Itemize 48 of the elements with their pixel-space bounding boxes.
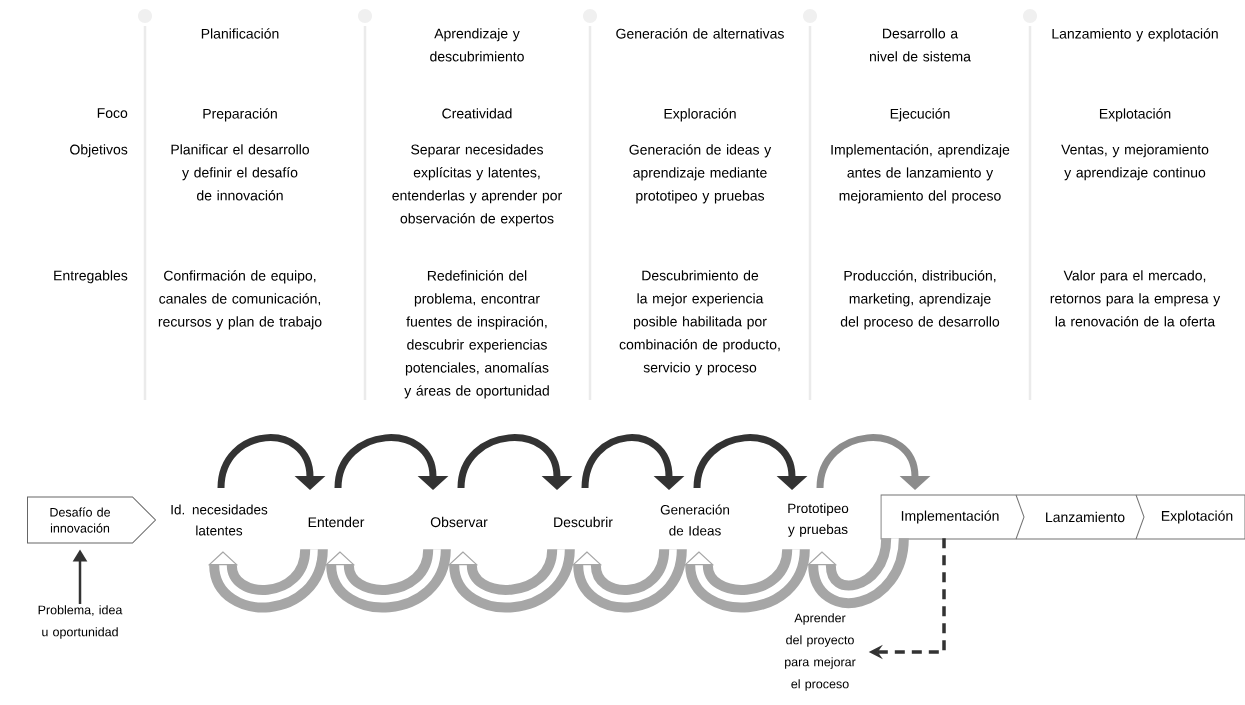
arrow: [816, 434, 931, 490]
row-heading: Foco: [97, 108, 128, 118]
step-label: Observar: [430, 516, 488, 528]
arrow: [693, 434, 808, 490]
arrow: [571, 547, 687, 613]
arrow: [324, 547, 451, 613]
step-label: Id. necesidades latentes: [171, 504, 268, 536]
table-cell: Explotación: [1099, 108, 1171, 122]
input-note: Problema, idea u oportunidad: [38, 605, 123, 639]
column-heading: Generación de alternativas: [616, 28, 784, 39]
chevron-box: Desafío de innovación: [27, 496, 156, 544]
step-label: Prototipeo y pruebas: [788, 503, 849, 537]
column-heading: Aprendizaje y descubrimiento: [430, 28, 524, 62]
column-heading: Lanzamiento y explotación: [1052, 28, 1218, 42]
table-cell: Confirmación de equipo, canales de comunicación, recursos y plan de trabajo: [158, 270, 322, 330]
table-cell: Separar necesidades explícitas y latentes, entenderlas y aprender por observación de expertos: [392, 144, 562, 227]
table-cell: Preparación: [203, 108, 277, 122]
table-cell: Redefinición del problema, encontrar fuentes de inspiración, descubrir experiencias potenciales, anomalías y áreas de oportunidad: [404, 270, 549, 399]
table-cell: Producción, distribución, marketing, aprendizaje del proceso de desarrollo: [840, 270, 1000, 330]
step-label: Descubrir: [554, 516, 613, 528]
arrow: [581, 434, 685, 490]
row-heading: Objetivos: [70, 144, 128, 158]
arrow: [447, 547, 575, 613]
arrow: [334, 434, 449, 490]
table-cell: Ejecución: [890, 108, 950, 122]
column-heading: Desarrollo a nivel de sistema: [869, 28, 971, 62]
table-cell: Ventas, y mejoramiento y aprendizaje continuo: [1061, 144, 1209, 181]
table-cell: Planificar el desarrollo y definir el desafío de innovación: [171, 144, 309, 201]
step-label: Generación de Ideas: [660, 504, 729, 536]
stage-label: Implementación: [901, 510, 999, 524]
feedback-note: Aprender del proyecto para mejorar el proceso: [785, 613, 856, 691]
stage-bar: [880, 494, 1245, 540]
arrow: [683, 547, 810, 613]
arrow: [207, 547, 328, 613]
arrow: [806, 536, 909, 608]
table-cell: Valor para el mercado, retornos para la empresa y la renovación de la oferta: [1050, 270, 1221, 327]
table-cell: Exploración: [664, 108, 736, 122]
step-label: Entender: [308, 516, 365, 528]
table-cell: Generación de ideas y aprendizaje mediante prototipeo y pruebas: [629, 144, 772, 204]
table-cell: Creatividad: [442, 108, 512, 119]
column-heading: Planificación: [201, 28, 279, 39]
stage-label: Explotación: [1161, 510, 1233, 524]
table-cell: Descubrimiento de la mejor experiencia posible habilitada por combinación de producto, servicio y proceso: [619, 270, 780, 376]
table-cell: Implementación, aprendizaje antes de lanzamiento y mejoramiento del proceso: [831, 144, 1010, 204]
row-heading: Entregables: [54, 270, 128, 284]
arrow: [457, 434, 573, 490]
arrow: [217, 434, 326, 490]
stage-label: Lanzamiento: [1046, 511, 1125, 523]
